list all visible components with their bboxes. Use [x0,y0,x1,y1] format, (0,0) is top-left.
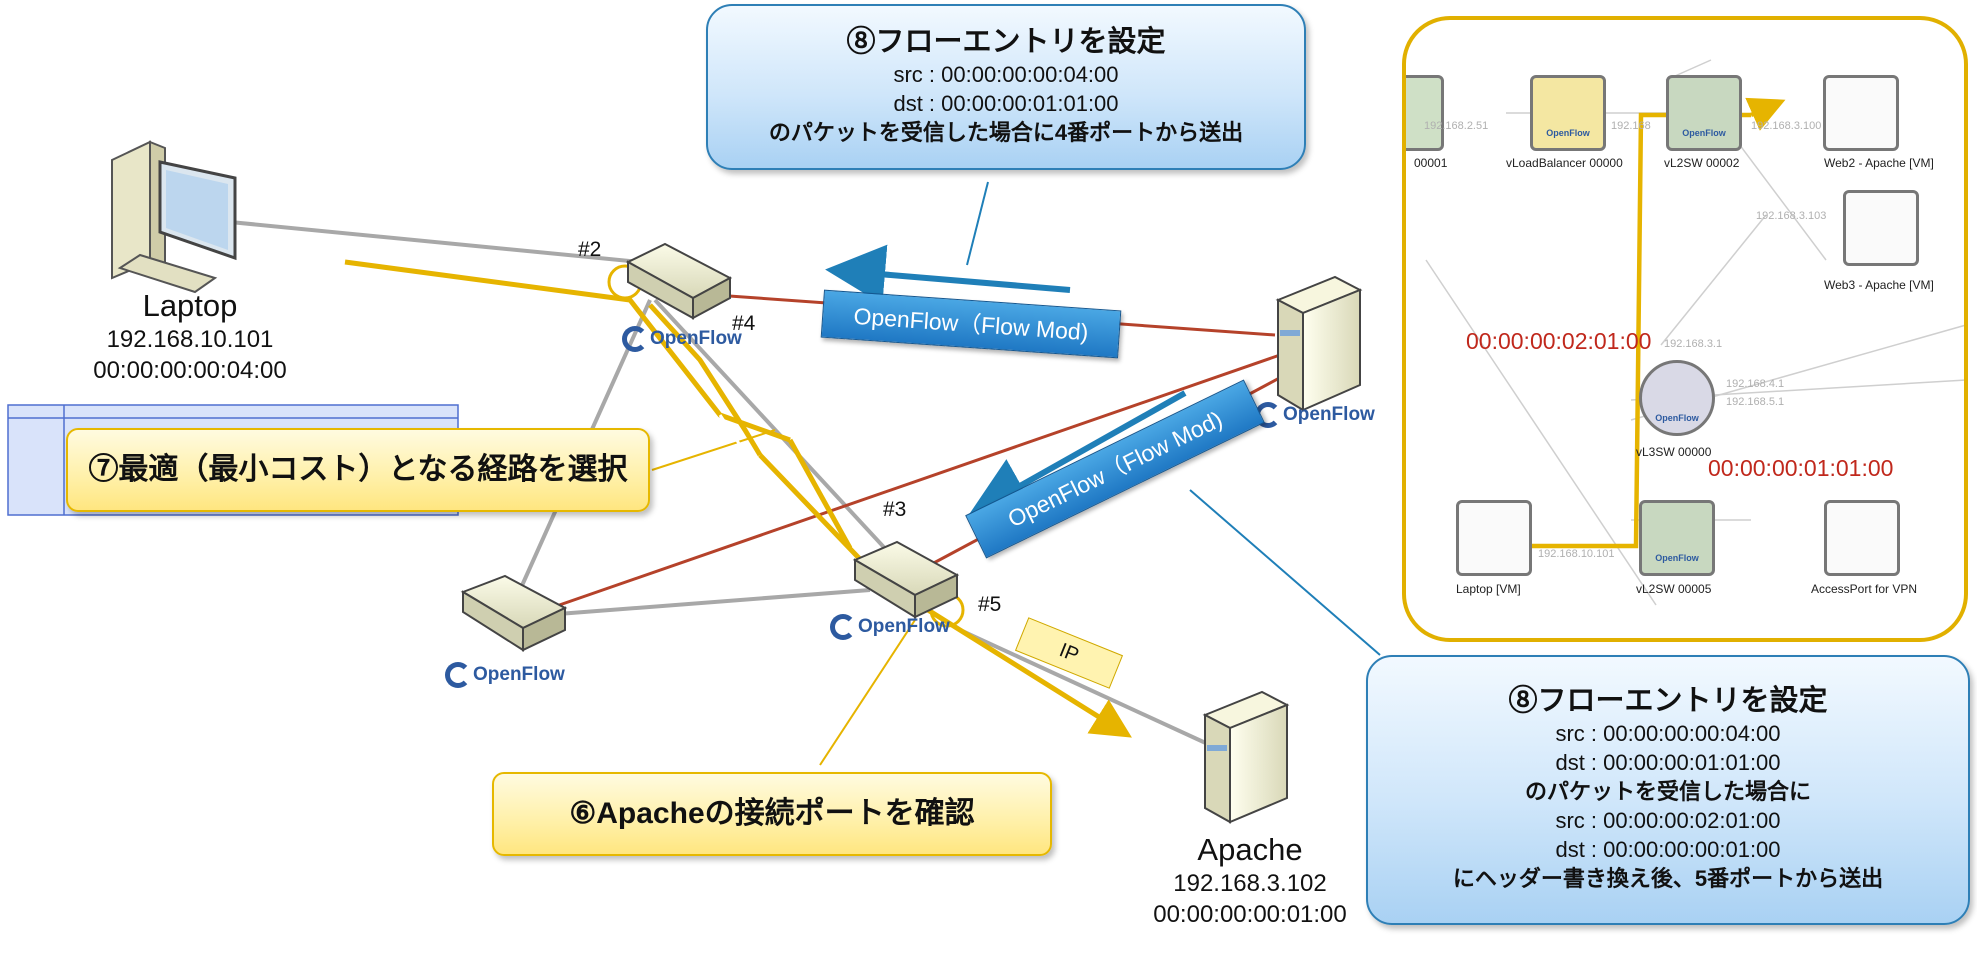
inset-ip: 192.168.2.51 [1424,120,1489,132]
inset-openflow-badge: OpenFlow [1682,128,1726,138]
apache-ip: 192.168.3.102 [1173,870,1327,897]
inset-ip: 192.168.3.100 [1751,120,1822,132]
callout-footer: のパケットを受信した場合に4番ポートから送出 [768,120,1244,145]
inset-label-l2sw-00005: vL2SW 00005 [1636,582,1712,596]
inset-web2-icon [1823,75,1899,151]
inset-ip: 192.168.10.101 [1538,548,1615,560]
switch-3-icon [852,540,960,619]
callout-line: dst : 00:00:00:01:01:00 [1555,750,1781,775]
openflow-badge-sw2: OpenFlow [622,326,742,352]
callout-footer: にヘッダー書き換え後、5番ポートから送出 [1452,866,1884,891]
callout-flow-entry-top: ⑧フローエントリを設定 src : 00:00:00:00:04:00 dst … [706,4,1306,170]
leader-route [651,429,776,471]
laptop-name: Laptop [142,288,238,323]
port-label-5: #5 [978,593,1002,616]
inset-l3sw-icon: OpenFlow [1639,360,1715,436]
inset-ip: 192.168 [1611,120,1651,132]
inset-openflow-badge: OpenFlow [1655,413,1699,423]
inset-openflow-badge: OpenFlow [1546,128,1590,138]
inset-label-accessport: AccessPort for VPN [1811,582,1918,596]
inset-label-l3sw: vL3SW 00000 [1636,445,1712,459]
link-laptop-sw2 [229,220,641,264]
inset-openflow-badge: OpenFlow [1655,553,1699,563]
apache-mac: 00:00:00:00:01:00 [1153,901,1347,928]
inset-ip: 192.168.5.1 [1726,396,1785,408]
callout-port-check: ⑥Apacheの接続ポートを確認 [492,772,1052,856]
inset-ip: 192.168.3.1 [1664,338,1723,350]
inset-label-laptop: Laptop [VM] [1456,582,1521,596]
inset-laptop-icon [1456,500,1532,576]
link-swbl-sw3 [544,588,871,617]
callout-line: dst : 00:00:00:01:01:00 [893,91,1119,116]
leader-lines [651,181,1381,766]
callout-title: ⑧フローエントリを設定 [1508,685,1828,717]
inset-ip: 192.168.3.103 [1756,210,1827,222]
laptop-ip: 192.168.10.101 [106,326,274,353]
inset-ip: 192.168.4.1 [1726,378,1785,390]
inset-label-web3: Web3 - Apache [VM] [1824,278,1934,292]
inset-switch-00001-icon [1406,75,1444,151]
inset-loadbalancer-icon: OpenFlow [1530,75,1606,151]
apache-name: Apache [1197,832,1303,867]
controller-link-swbl [544,353,1281,612]
leader-port [819,619,916,766]
inset-mac-top: 00:00:00:02:01:00 [1466,328,1652,354]
openflow-logo-icon [830,614,856,640]
callout-route-selection: ⑦最適（最小コスト）となる経路を選択 [66,428,650,512]
inset-label-web2: Web2 - Apache [VM] [1824,156,1934,170]
controller-server-icon [1275,275,1363,412]
openflow-logo-icon [622,326,648,352]
callout-title: ⑧フローエントリを設定 [846,26,1166,58]
openflow-badge-controller: OpenFlow [1255,402,1375,428]
laptop-label: Laptop 192.168.10.101 00:00:00:00:04:00 [50,288,330,386]
inset-web3-icon [1843,190,1919,266]
callout-middle: のパケットを受信した場合に [1524,779,1811,804]
flowmod-arrow-top [825,244,1071,305]
port-label-4: #4 [732,312,756,335]
callout-line: dst : 00:00:00:00:01:00 [1555,837,1781,862]
inset-l2sw-00002-icon: OpenFlow [1666,75,1742,151]
port-label-3: #3 [883,498,907,521]
switch-2-icon [625,242,733,320]
port-label-2: #2 [578,238,602,261]
callout-line: src : 00:00:00:00:04:00 [1555,721,1781,746]
inset-l2sw-00005-icon: OpenFlow [1639,500,1715,576]
link-sw3-apache [959,628,1211,747]
laptop-mac: 00:00:00:00:04:00 [93,357,287,384]
openflow-badge-sw3: OpenFlow [830,614,950,640]
callout-line: src : 00:00:00:02:01:00 [1555,808,1781,833]
inset-label-l2sw-00002: vL2SW 00002 [1664,156,1740,170]
flowmod-arrow-bottom [968,390,1187,515]
switch-bottom-left-icon [460,574,568,652]
apache-label: Apache 192.168.3.102 00:00:00:00:01:00 [1110,832,1390,930]
callout-flow-entry-bottom-right: ⑧フローエントリを設定 src : 00:00:00:00:04:00 dst … [1366,655,1970,925]
callout-line: src : 00:00:00:00:04:00 [893,62,1119,87]
inset-label-00001: 00001 [1414,156,1448,170]
laptop-icon [111,140,237,294]
inset-topology-view: OpenFlow OpenFlow OpenFlow OpenFlow 0000… [1402,16,1968,642]
inset-mac-bottom: 00:00:00:01:01:00 [1708,455,1894,481]
inset-accessport-icon [1824,500,1900,576]
openflow-logo-icon [445,662,471,688]
apache-server-icon [1202,690,1290,824]
leader-top [966,181,989,266]
leader-bottom-right [1189,489,1381,656]
openflow-badge-swbl: OpenFlow [445,662,565,688]
inset-label-loadbalancer: vLoadBalancer 00000 [1506,156,1623,170]
